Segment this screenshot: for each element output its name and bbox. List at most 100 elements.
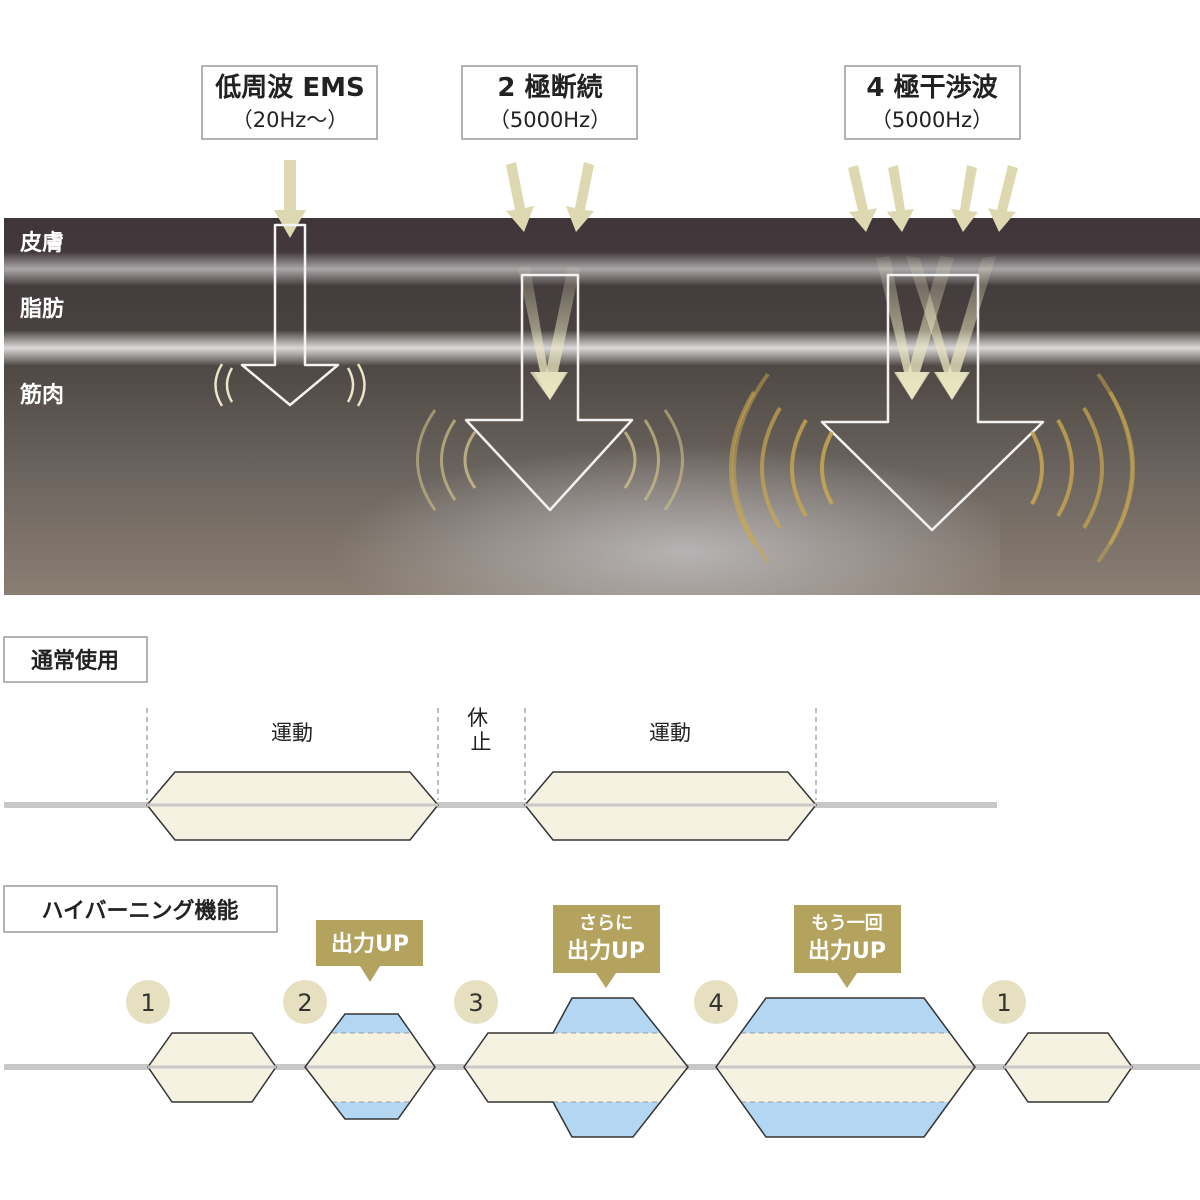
outline-arrow-icon (820, 273, 1045, 532)
muscle-glow (300, 380, 1000, 595)
layer-label-fat: 脂肪 (20, 296, 64, 322)
wave-icon (416, 409, 437, 511)
pulse-step-3 (463, 997, 689, 1138)
section-title-box (3, 885, 278, 933)
beam-icon (906, 256, 968, 400)
exercise-label: 運動 (271, 721, 313, 745)
wave-icon (729, 390, 756, 546)
tag-four-pole-interference: 4 極干渉波 （5000Hz） (844, 65, 1021, 140)
rest-label: 休 止 (467, 706, 495, 754)
callout-text: さらに (579, 913, 633, 934)
down-arrow-icon (848, 165, 877, 232)
step-number-badge (982, 980, 1026, 1024)
skin-fat-boundary (4, 252, 1200, 286)
pulse-boost-top (553, 998, 660, 1033)
body-cross-section: 皮膚 脂肪 筋肉 (4, 218, 1200, 595)
pulse-outline (715, 997, 976, 1138)
ems-four-pole-arrows (729, 165, 1135, 564)
tag-box (201, 65, 378, 140)
down-arrow-icon (506, 162, 534, 232)
normal-use-section: 通常使用 運動 運動 休 止 (3, 636, 997, 841)
callout-pointer (837, 973, 857, 988)
wave-icon (1082, 406, 1104, 530)
ems-two-pole-arrows (416, 162, 684, 512)
beam-icon (936, 256, 996, 400)
callout-box (316, 920, 423, 966)
hyper-burning-title: ハイバーニング機能 (41, 898, 238, 924)
wave-icon (440, 419, 457, 501)
down-arrow-icon (988, 165, 1018, 232)
tag-subtitle: （20Hz〜） (232, 108, 349, 132)
wave-icon (1056, 418, 1074, 518)
wave-icon (463, 431, 477, 489)
tag-title: 2 極断続 (497, 72, 602, 103)
beam-icon (518, 266, 566, 400)
wave-icon (225, 367, 234, 403)
pulse-boost-bottom (332, 1102, 410, 1119)
fat-muscle-boundary (4, 330, 1200, 366)
hyper-burning-section: ハイバーニング機能 出力UP さらに 出力UP もう一回 出力UP 1 2 3 … (3, 885, 1200, 1138)
callout-output-up: 出力UP (316, 920, 423, 982)
step-number: 4 (708, 989, 723, 1017)
callout-more-output-up: さらに 出力UP (553, 905, 660, 988)
wave-icon (820, 431, 834, 505)
tag-title: 低周波 EMS (214, 73, 364, 103)
down-arrow-icon (887, 165, 914, 232)
callout-box (553, 905, 660, 973)
wave-icon (214, 363, 224, 407)
tag-box (461, 65, 638, 140)
layer-label-skin: 皮膚 (20, 230, 64, 256)
step-number: 2 (297, 989, 312, 1017)
pulse-boost-bottom (741, 1102, 949, 1137)
tag-low-frequency-ems: 低周波 EMS （20Hz〜） (201, 65, 378, 140)
step-number: 3 (468, 989, 483, 1017)
pulse-boost-bottom (553, 1102, 660, 1137)
wave-icon (623, 431, 637, 489)
normal-use-title: 通常使用 (31, 648, 119, 674)
outline-arrow-icon (240, 223, 340, 407)
tag-two-pole: 2 極断続 （5000Hz） (461, 65, 638, 140)
tag-subtitle: （5000Hz） (871, 108, 993, 132)
callout-text: 出力UP (331, 932, 409, 957)
callout-box (794, 905, 901, 973)
pulse-outline (304, 1013, 436, 1120)
beam-icon (534, 266, 580, 400)
callout-pointer (360, 966, 380, 982)
wave-icon (643, 419, 660, 501)
beam-icon (896, 256, 954, 400)
tag-title: 4 極干渉波 (866, 73, 998, 103)
callout-text: もう一回 (811, 913, 882, 934)
callout-text: 出力UP (808, 939, 886, 964)
step-number: 1 (996, 989, 1011, 1017)
down-arrow-icon (566, 162, 594, 232)
wave-icon (346, 367, 355, 403)
step-number: 1 (140, 989, 155, 1017)
down-arrow-icon (274, 160, 306, 238)
pulse-outline (463, 997, 689, 1138)
step-number-badge (694, 980, 738, 1024)
step-number-badge (126, 980, 170, 1024)
callout-once-more-output-up: もう一回 出力UP (794, 905, 901, 988)
down-arrow-icon (951, 165, 978, 232)
section-title-box (3, 636, 148, 683)
callout-pointer (596, 973, 616, 988)
tag-subtitle: （5000Hz） (489, 108, 611, 132)
wave-icon (1030, 431, 1044, 505)
pulse-boost-top (741, 998, 949, 1033)
exercise-label: 運動 (649, 721, 691, 745)
step-number-badge (283, 980, 327, 1024)
callout-text: 出力UP (567, 939, 645, 964)
wave-icon (760, 406, 782, 530)
wave-icon (663, 409, 684, 511)
wave-icon (1096, 372, 1134, 564)
wave-icon (356, 363, 366, 407)
pulse-step-2 (304, 1013, 436, 1120)
pulse-step-4 (715, 997, 976, 1138)
ems-low-frequency-arrows (214, 160, 366, 407)
pulse-boost-top (332, 1014, 410, 1033)
outline-arrow-icon (464, 273, 634, 512)
wave-icon (790, 418, 808, 518)
wave-icon (732, 372, 770, 564)
step-number-badge (454, 980, 498, 1024)
